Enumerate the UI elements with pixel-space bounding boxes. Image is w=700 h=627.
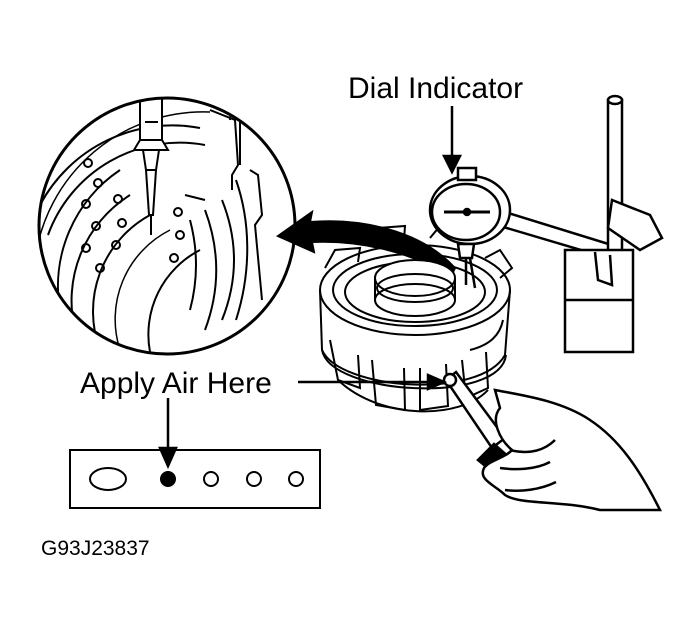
- port-hole: [246, 471, 262, 487]
- dial-indicator: [428, 166, 617, 289]
- figure-code: G93J23837: [41, 537, 150, 560]
- callout-dial-indicator-arrow: [441, 106, 463, 175]
- port-hole: [203, 471, 219, 487]
- dial-indicator-label: Dial Indicator: [348, 72, 523, 105]
- magnify-arrow: [275, 209, 457, 280]
- magnified-detail-view: [37, 96, 297, 356]
- highlighted-air-port: [160, 471, 176, 487]
- air-nozzle-hand: [442, 370, 663, 512]
- drum-assembly: [319, 224, 514, 413]
- large-oval-port: [89, 467, 127, 491]
- magnetic-stand: [563, 94, 664, 354]
- callout-apply-air-line: [298, 373, 448, 391]
- callout-port-arrow: [158, 398, 178, 470]
- port-diagram: [69, 449, 321, 509]
- apply-air-label: Apply Air Here: [80, 367, 272, 400]
- port-hole: [288, 471, 304, 487]
